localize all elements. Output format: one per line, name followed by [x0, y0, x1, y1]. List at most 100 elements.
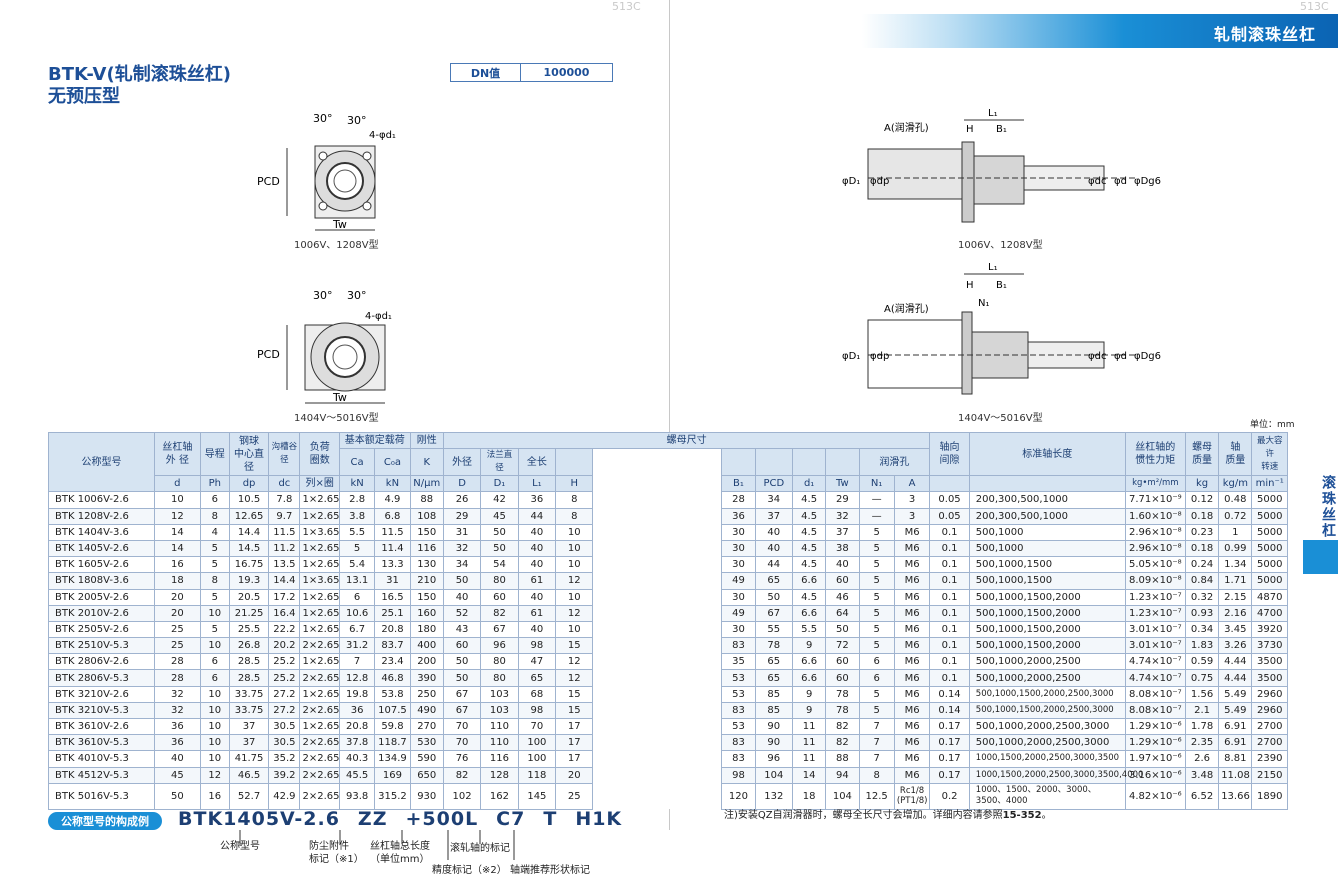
table-cell: M6: [893, 717, 931, 736]
table-cell: 80: [480, 653, 519, 671]
table-cell: 5: [199, 620, 230, 639]
table-cell: 0.93: [1184, 604, 1220, 622]
hdr-root: 沟槽谷径: [268, 431, 301, 477]
table-cell: 32: [154, 701, 201, 720]
table-cell: 60: [442, 637, 482, 655]
unit-kgm: kg/m: [1218, 475, 1253, 493]
composition-label-accuracy: 精度标记（※2）: [432, 865, 507, 876]
table-spacer: [592, 605, 723, 622]
table-cell: 25: [555, 782, 594, 810]
table-spacer: [592, 637, 723, 654]
table-cell: 43: [442, 620, 482, 639]
table-cell: 31.2: [338, 637, 376, 655]
table-cell: 25: [154, 637, 201, 655]
table-cell: 4700: [1251, 604, 1288, 622]
table-cell: 4.5: [791, 507, 827, 525]
table-cell: 500,1000,2000,2500,3000: [968, 734, 1126, 752]
table-cell: 18: [154, 572, 201, 590]
table-cell: 10: [199, 701, 230, 720]
table-cell: BTK 2505V-2.6: [48, 620, 155, 639]
table-cell: 46.8: [374, 669, 411, 687]
table-cell: 45: [480, 507, 519, 525]
table-cell: 3.26: [1218, 637, 1253, 655]
angle-label: 30°: [313, 289, 333, 302]
table-cell: 46.5: [228, 766, 270, 784]
hdr-ca: Ca: [338, 448, 376, 477]
table-cell: 38: [825, 539, 860, 558]
table-cell: 3.45: [1218, 620, 1253, 639]
table-cell: 4.5: [791, 491, 827, 509]
table-cell: 50: [442, 669, 482, 687]
unit-d: d: [154, 475, 201, 493]
table-cell: 1000、1500、2000、3000、3500、4000: [968, 782, 1126, 810]
table-cell: 12: [555, 604, 594, 622]
hdr-c0a: C₀a: [374, 448, 411, 477]
table-cell: 1×2.65: [299, 588, 340, 606]
table-cell: 28: [154, 653, 201, 671]
table-cell: 500,1000,2000,2500: [968, 669, 1126, 687]
table-cell: 0.48: [1218, 491, 1253, 509]
table-cell: 16.4: [268, 604, 301, 622]
unit-min: min⁻¹: [1251, 475, 1288, 493]
table-cell: 1×3.65: [299, 572, 340, 590]
table-cell: 5.4: [338, 556, 376, 574]
table-cell: 40: [754, 523, 794, 541]
table-cell: 2.1: [1184, 701, 1220, 720]
table-cell: 1×2.65: [299, 653, 340, 671]
table-cell: 50: [480, 539, 519, 558]
table-spacer: [592, 669, 723, 687]
table-cell: 2.16: [1218, 604, 1253, 622]
table-cell: 8: [199, 572, 230, 590]
table-cell: 19.8: [338, 685, 376, 703]
table-cell: BTK 1208V-2.6: [48, 507, 155, 525]
table-cell: 128: [480, 766, 519, 784]
table-cell: 61: [517, 572, 557, 590]
table-cell: 5.05×10⁻⁸: [1124, 556, 1186, 574]
table-cell: 1×2.65: [299, 539, 340, 558]
table-cell: 5: [199, 556, 230, 574]
table-cell: 90: [754, 734, 794, 752]
table-cell: M6: [893, 588, 931, 606]
table-cell: M6: [893, 701, 931, 720]
table-cell: 0.1: [929, 669, 970, 687]
table-cell: 37: [754, 507, 794, 525]
table-cell: 36: [154, 717, 201, 736]
table-cell: 145: [517, 782, 557, 810]
unit-spacer: [592, 475, 723, 492]
table-cell: 17: [555, 750, 594, 768]
table-cell: 49: [721, 572, 756, 590]
table-cell: 7.8: [268, 491, 301, 509]
page-title: BTK-V(轧制滚珠丝杠) 无预压型: [48, 64, 231, 108]
table-cell: 270: [409, 717, 444, 736]
table-cell: 1000,1500,2000,2500,3000,3500,4000: [968, 766, 1143, 784]
table-cell: 2.6: [1184, 750, 1220, 768]
dg6-label: φDg6: [1134, 176, 1161, 187]
table-cell: 5000: [1251, 556, 1288, 574]
table-cell: 100: [517, 750, 557, 768]
table-cell: 2960: [1251, 685, 1288, 703]
table-cell: 88: [825, 750, 860, 768]
table-cell: 0.05: [929, 507, 970, 525]
table-cell: M6: [893, 539, 931, 558]
table-cell: 27.2: [268, 701, 301, 720]
table-cell: 8: [555, 507, 594, 525]
table-cell: 61: [517, 604, 557, 622]
table-cell: Rc1/8 (PT1/8): [893, 782, 931, 810]
table-cell: 10: [199, 750, 230, 768]
table-cell: 30: [721, 556, 756, 574]
table-cell: 6.52: [1184, 782, 1220, 810]
table-cell: 13.1: [338, 572, 376, 590]
table-cell: 28.5: [228, 669, 270, 687]
table-cell: 37.8: [338, 734, 376, 752]
table-cell: 2×2.65: [299, 766, 340, 784]
table-cell: 1: [1218, 523, 1253, 541]
table-cell: 11.5: [374, 523, 411, 541]
table-cell: 10: [555, 588, 594, 606]
table-cell: 650: [409, 766, 444, 784]
table-cell: 500,1000,2000,2500,3000: [968, 717, 1126, 736]
table-cell: 9: [791, 701, 827, 720]
table-cell: 315.2: [374, 782, 411, 810]
